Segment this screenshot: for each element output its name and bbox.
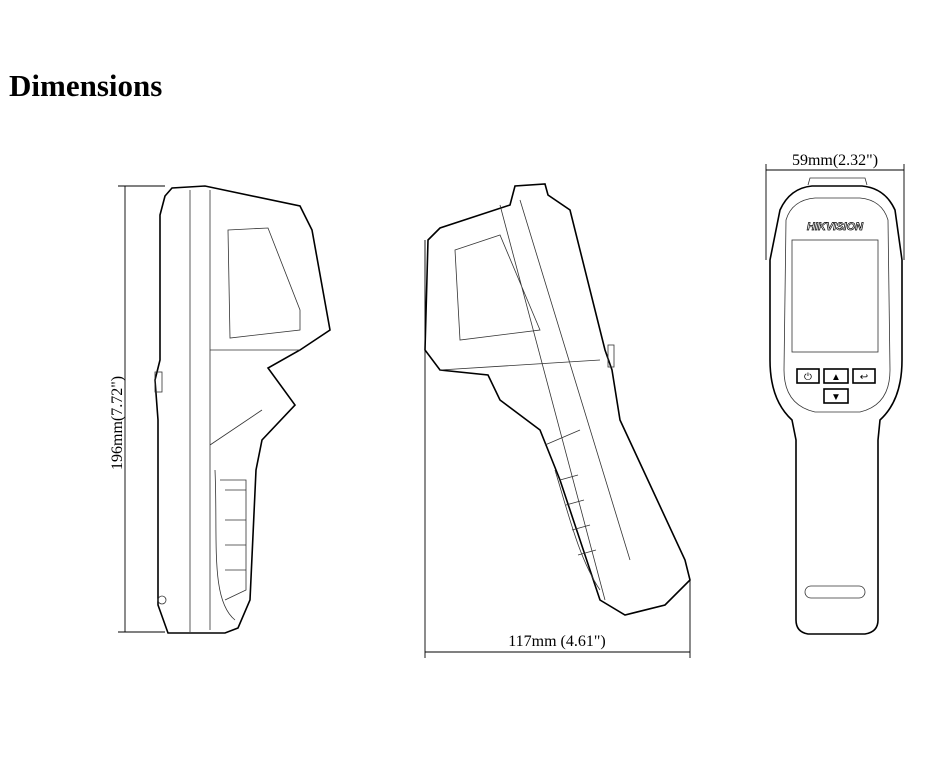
up-button[interactable]: ▲ xyxy=(823,368,849,384)
power-button[interactable]: ⏻ xyxy=(796,368,820,384)
side-view-drawing xyxy=(154,185,331,634)
front-view-drawing: HIKVISION ⏻ ▲ ↩ ▼ xyxy=(769,177,903,635)
page-title: Dimensions xyxy=(9,68,163,103)
width-label: 59mm(2.32") xyxy=(792,152,878,169)
depth-label: 117mm (4.61") xyxy=(508,633,605,650)
height-label: 196mm(7.72") xyxy=(109,376,126,470)
down-arrow-icon: ▼ xyxy=(831,392,841,403)
back-button[interactable]: ↩ xyxy=(852,368,876,384)
power-icon: ⏻ xyxy=(804,372,812,383)
up-arrow-icon: ▲ xyxy=(831,372,841,383)
brand-logo: HIKVISION xyxy=(807,221,864,233)
height-dimension: 196mm(7.72") xyxy=(109,185,165,633)
down-button[interactable]: ▼ xyxy=(823,388,849,404)
back-icon: ↩ xyxy=(860,372,868,383)
angled-view-drawing xyxy=(424,183,691,616)
width-dimension: 59mm(2.32") xyxy=(765,152,905,260)
depth-dimension: 117mm (4.61") xyxy=(424,240,691,658)
